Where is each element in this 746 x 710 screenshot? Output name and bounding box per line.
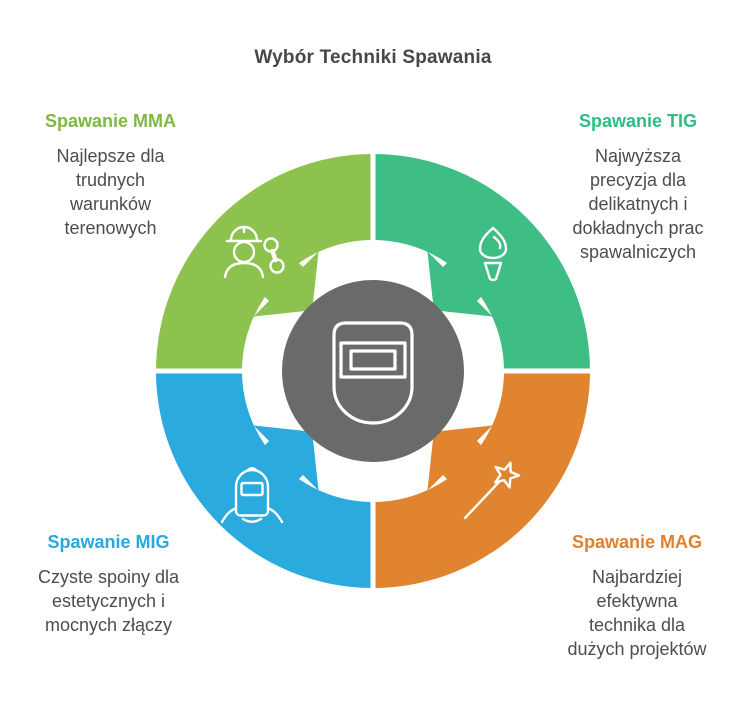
quadrant-label-tig: Spawanie TIG Najwyższa precyzja dla deli… [543, 111, 733, 264]
arrow-mma [248, 246, 319, 317]
page-title: Wybór Techniki Spawania [254, 47, 492, 68]
welder-helmet-icon [220, 467, 284, 524]
quadrant-label-mag: Spawanie MAG Najbardziej efektywna techn… [542, 532, 732, 661]
quadrant-description-tig: Najwyższa precyzja dla delikatnych i dok… [572, 146, 704, 262]
quadrant-label-mma: Spawanie MMA Najlepsze dla trudnych waru… [18, 111, 203, 240]
arrow-tig [427, 246, 498, 317]
ring-segment-mma [156, 154, 373, 371]
worker-wrench-icon [223, 225, 285, 279]
ring-segment-mig [156, 371, 373, 588]
magic-wand-icon [463, 461, 521, 520]
quadrant-description-mma: Najlepsze dla trudnych warunków terenowy… [56, 146, 165, 238]
arrow-mag [427, 425, 498, 496]
quadrant-heading-mig: Spawanie MIG [47, 532, 170, 552]
quadrant-separators [149, 147, 597, 595]
quadrant-description-mag: Najbardziej efektywna technika dla dużyc… [567, 567, 707, 659]
quadrant-heading-mma: Spawanie MMA [44, 111, 177, 131]
ring-segment-mag [373, 371, 590, 588]
welding-mask-icon [332, 321, 414, 425]
quadrant-label-mig: Spawanie MIG Czyste spoiny dla estetyczn… [16, 532, 201, 637]
quadrant-heading-mag: Spawanie MAG [571, 532, 703, 552]
torch-icon [478, 226, 508, 282]
ring-segments [156, 154, 590, 588]
ring-segment-tig [373, 154, 590, 371]
quadrant-description-mig: Czyste spoiny dla estetycznych i mocnych… [37, 567, 180, 635]
quadrant-heading-tig: Spawanie TIG [578, 111, 698, 131]
center-circle [282, 280, 464, 462]
